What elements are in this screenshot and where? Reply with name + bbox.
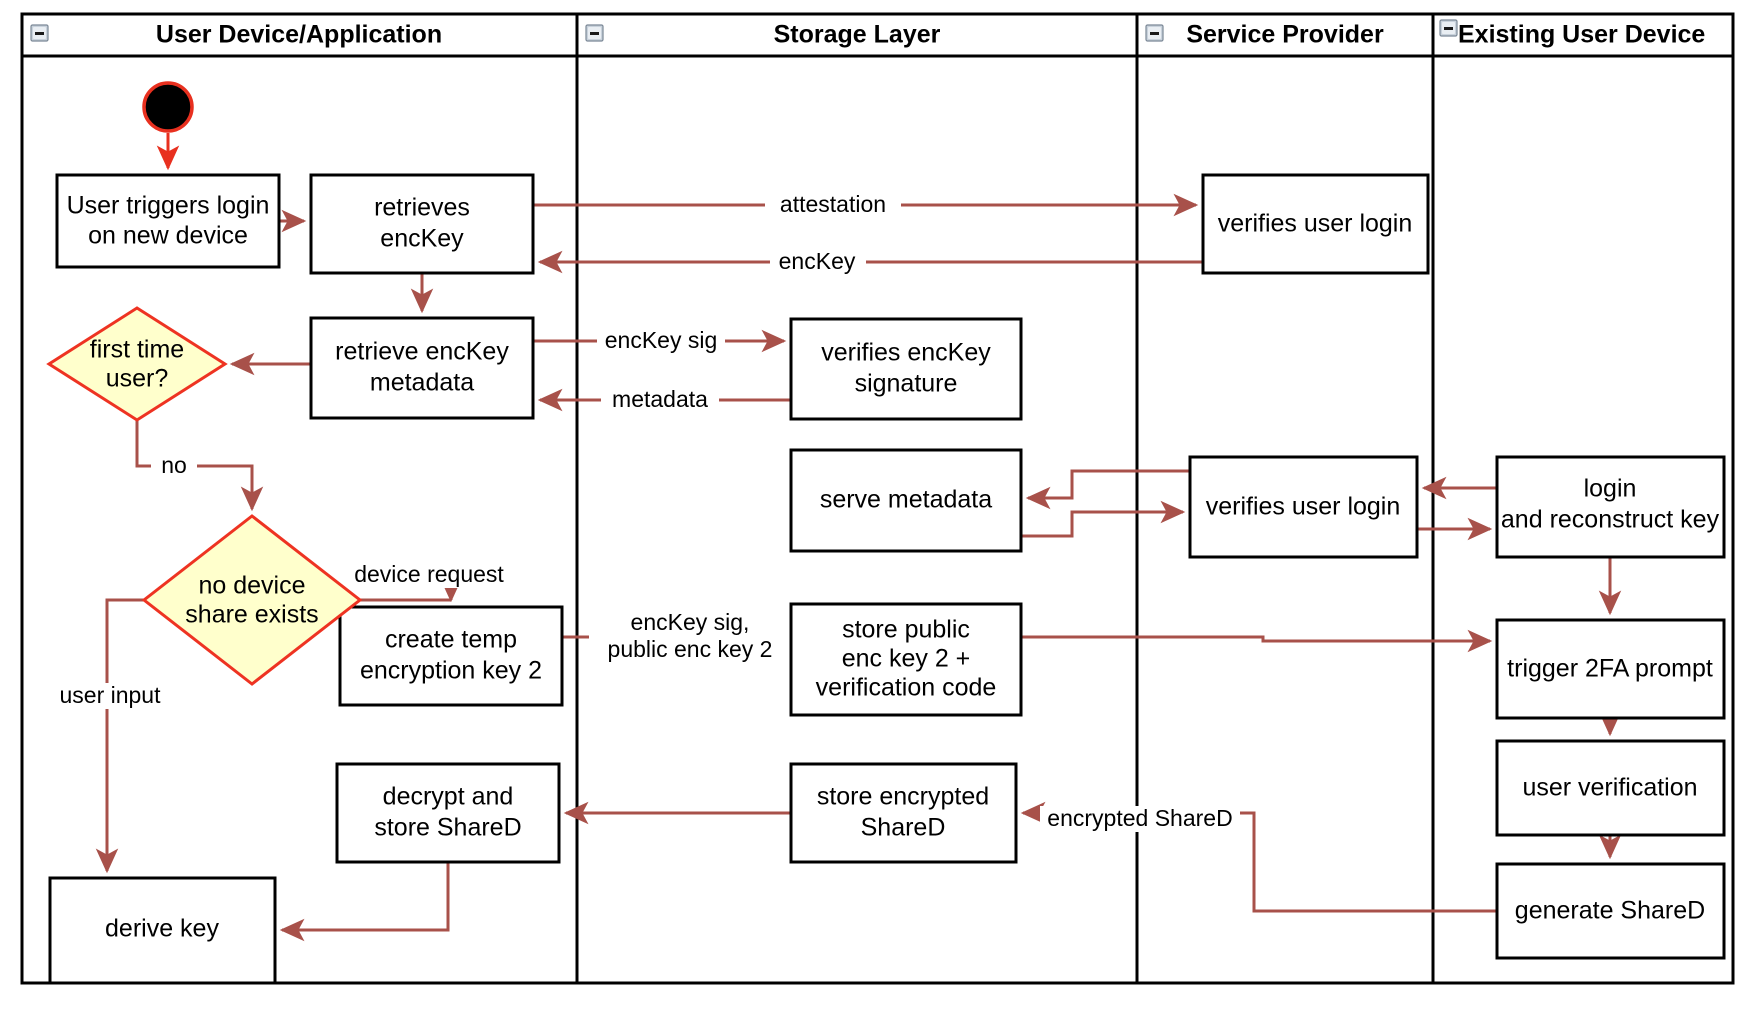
node-label-line: verifies encKey: [821, 339, 991, 367]
node-label-line: decrypt and: [383, 783, 514, 811]
node-store-encrypted-shared[interactable]: store encrypted ShareD: [789, 762, 1018, 864]
svg-text:public enc key 2: public enc key 2: [608, 636, 773, 662]
svg-text:encKey: encKey: [779, 248, 856, 274]
node-label-line: signature: [855, 370, 958, 398]
start-node[interactable]: [142, 81, 194, 133]
node-retrieve-enckey-metadata[interactable]: retrieve encKey metadata: [309, 316, 535, 420]
lane-header-service-provider[interactable]: Service Provider: [1145, 21, 1384, 49]
node-label-line: and reconstruct key: [1501, 506, 1720, 534]
nodes-layer: User triggers login on new device retrie…: [46, 81, 1726, 985]
edge-label-user-input: user input: [51, 682, 169, 709]
node-verifies-user-login-2[interactable]: verifies user login: [1188, 455, 1419, 559]
edge-encrypted-shared-seg: [1252, 828, 1497, 913]
collapse-minus-icon[interactable]: [1439, 19, 1458, 37]
svg-text:no: no: [161, 452, 187, 478]
edge-label-enckey: encKey: [770, 248, 866, 275]
node-label-line: derive key: [105, 915, 219, 943]
node-verifies-enckey-signature[interactable]: verifies encKey signature: [789, 317, 1023, 421]
node-derive-key[interactable]: derive key: [48, 876, 277, 985]
collapse-minus-icon[interactable]: [1145, 24, 1164, 42]
node-generate-shared[interactable]: generate ShareD: [1495, 862, 1726, 960]
node-label-line: user verification: [1522, 774, 1697, 802]
node-label-line: trigger 2FA prompt: [1507, 655, 1713, 683]
node-label-line: metadata: [370, 369, 474, 397]
node-label-line: generate ShareD: [1515, 897, 1705, 925]
node-label-line: verification code: [816, 674, 997, 702]
lane-title-storage: Storage Layer: [774, 21, 941, 49]
node-label-line: login: [1584, 475, 1637, 503]
node-label-line: enc key 2 +: [842, 645, 971, 673]
node-verifies-user-login-1[interactable]: verifies user login: [1201, 173, 1430, 275]
collapse-minus-icon[interactable]: [30, 24, 49, 42]
node-trigger-2fa-prompt[interactable]: trigger 2FA prompt: [1495, 618, 1726, 720]
edge-label-metadata: metadata: [601, 386, 719, 413]
edge-labels-layer: attestation encKey encKey sig metadata n…: [51, 191, 1240, 832]
lane-title-user-device: User Device/Application: [156, 21, 442, 49]
svg-text:encrypted ShareD: encrypted ShareD: [1047, 805, 1232, 831]
edge-user-input-to-derive-key: [95, 598, 144, 874]
node-label-line: User triggers login: [67, 192, 270, 220]
lane-title-existing-device: Existing User Device: [1458, 21, 1705, 49]
svg-text:metadata: metadata: [612, 386, 708, 412]
node-store-public-enc-key-2[interactable]: store public enc key 2 + verification co…: [789, 602, 1023, 717]
node-label-line: verifies user login: [1206, 493, 1401, 521]
node-serve-metadata[interactable]: serve metadata: [789, 448, 1023, 553]
lane-header-user-device[interactable]: User Device/Application: [30, 21, 442, 49]
node-label-line: create temp: [385, 626, 517, 654]
node-create-temp-enc-key-2[interactable]: create temp encryption key 2: [338, 605, 564, 707]
edge-serve-metadata-response: [1021, 500, 1186, 538]
node-label-line: serve metadata: [820, 486, 992, 514]
svg-text:user input: user input: [59, 682, 161, 708]
node-label-line: store ShareD: [374, 814, 521, 842]
node-user-triggers-login[interactable]: User triggers login on new device: [55, 173, 281, 269]
edge-label-no: no: [151, 452, 197, 479]
node-label-line: retrieve encKey: [335, 338, 509, 366]
svg-text:encKey sig,: encKey sig,: [631, 609, 750, 635]
edge-label-enckey-sig: encKey sig: [597, 327, 725, 354]
edge-serve-metadata-request: [1025, 469, 1190, 510]
decision-first-time-user[interactable]: first time user?: [46, 306, 228, 422]
node-label-line: store public: [842, 616, 970, 644]
lane-title-service-provider: Service Provider: [1186, 21, 1384, 49]
node-login-and-reconstruct-key[interactable]: login and reconstruct key: [1495, 455, 1726, 559]
decision-label-line: first time: [90, 336, 184, 364]
edge-label-attestation: attestation: [765, 191, 901, 218]
lane-header-existing-device[interactable]: Existing User Device: [1439, 19, 1705, 49]
node-label-line: on new device: [88, 222, 248, 250]
decision-label-line: user?: [106, 365, 169, 393]
node-label-line: verifies user login: [1218, 210, 1413, 238]
node-label-line: retrieves: [374, 194, 470, 222]
svg-text:encKey sig: encKey sig: [605, 327, 718, 353]
collapse-minus-icon[interactable]: [585, 24, 604, 42]
decision-label-line: share exists: [185, 601, 318, 629]
node-user-verification[interactable]: user verification: [1495, 739, 1726, 837]
node-label-line: encryption key 2: [360, 657, 542, 685]
svg-text:device request: device request: [354, 561, 504, 587]
edge-decrypt-to-derive-key: [279, 862, 450, 942]
edge-label-encrypted-shared: encrypted ShareD: [1040, 805, 1240, 832]
edge-store-public-to-trigger-2fa: [1021, 629, 1493, 653]
decision-label-line: no device: [198, 572, 305, 600]
node-retrieves-enckey[interactable]: retrieves encKey: [309, 173, 535, 275]
diagram-outer-frame: [20, 12, 1735, 985]
node-decrypt-store-shared[interactable]: decrypt and store ShareD: [335, 762, 561, 864]
lane-header-storage[interactable]: Storage Layer: [585, 21, 941, 49]
svg-text:attestation: attestation: [780, 191, 886, 217]
node-label-line: ShareD: [861, 814, 946, 842]
node-label-line: store encrypted: [817, 783, 989, 811]
edge-label-enckey-sig-public-key: encKey sig, public enc key 2: [589, 609, 793, 664]
edge-label-device-request: device request: [341, 561, 517, 588]
node-label-line: encKey: [380, 225, 464, 253]
decision-no-device-share[interactable]: no device share exists: [141, 514, 363, 686]
